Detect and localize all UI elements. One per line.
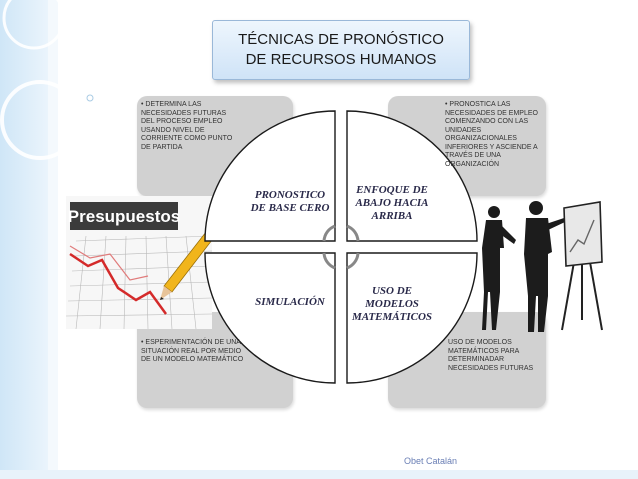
sector-label-modelos-matematicos: USO DE MODELOS MATEMÁTICOS — [348, 285, 436, 324]
title-line-2: DE RECURSOS HUMANOS — [213, 50, 469, 70]
presentation-easel-icon — [562, 202, 602, 330]
note-text-bottom-left: • ESPERIMENTACIÓN DE UNA SITUACIÓN REAL … — [141, 339, 251, 365]
sector-label-simulacion: SIMULACIÓN — [246, 296, 334, 309]
sector-label-abajo-arriba: ENFOQUE DE ABAJO HACIA ARRIBA — [348, 184, 436, 223]
sector-label-base-cero: PRONOSTICO DE BASE CERO — [246, 189, 334, 215]
deco-dot — [87, 95, 93, 101]
bottom-band — [0, 470, 638, 479]
left-band — [0, 0, 48, 479]
note-text-bottom-right: USO DE MODELOS MATEMÁTICOS PARA DETERMIN… — [448, 339, 540, 373]
author-footer: Obet Catalán — [404, 456, 494, 466]
business-people-silhouette — [470, 196, 620, 340]
note-text-top-left: • DETERMINA LAS NECESIDADES FUTURAS DEL … — [141, 101, 241, 152]
left-band-light — [48, 0, 58, 479]
note-text-top-right: • PRONOSTICA LAS NECESIDADES DE EMPLEO C… — [445, 101, 543, 169]
presupuestos-text: Presupuestos — [68, 207, 180, 226]
title-line-1: TÉCNICAS DE PRONÓSTICO — [213, 30, 469, 50]
budget-chart-image: Presupuestos — [66, 196, 212, 329]
title-box: TÉCNICAS DE PRONÓSTICO DE RECURSOS HUMAN… — [212, 20, 470, 80]
